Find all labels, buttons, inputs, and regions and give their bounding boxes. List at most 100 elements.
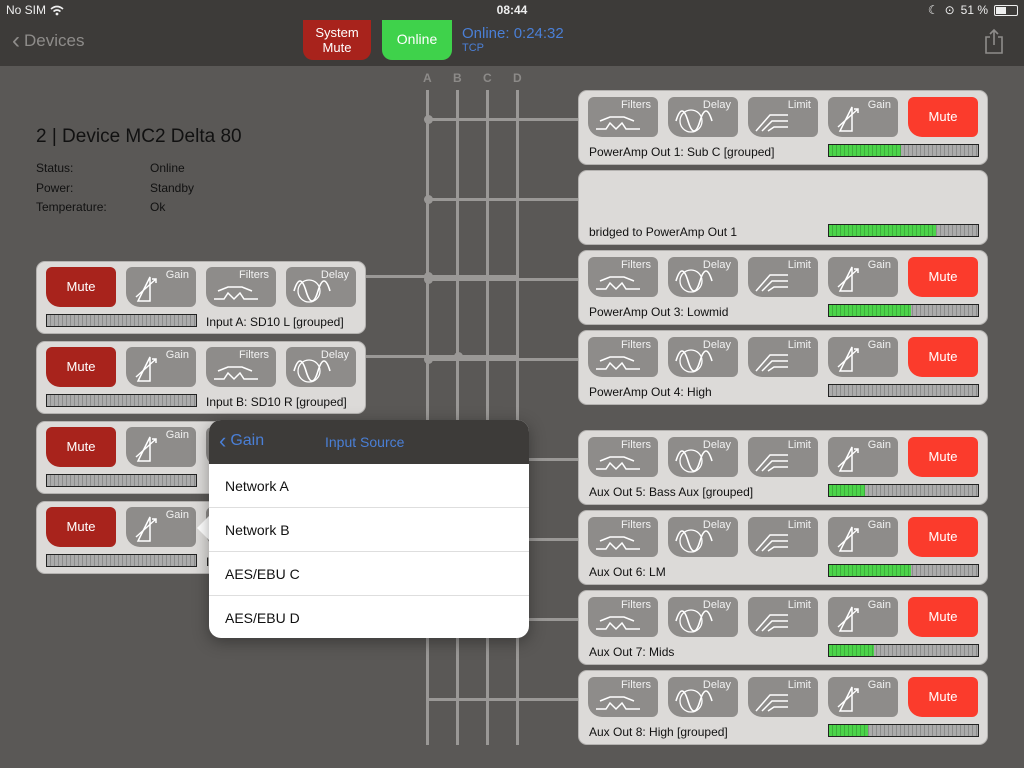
gain-caption: Gain	[867, 599, 891, 611]
filters-button[interactable]: Filters	[588, 337, 658, 377]
popover-title: Input Source	[325, 434, 405, 450]
battery-icon	[994, 4, 1018, 16]
share-icon[interactable]	[984, 28, 1004, 54]
limiter-icon	[755, 114, 788, 132]
gain-caption: Gain	[867, 679, 891, 691]
route-line-in-2	[366, 355, 519, 358]
gain-button[interactable]: Gain	[828, 97, 898, 137]
delay-icon	[293, 279, 331, 303]
limit-button[interactable]: Limit	[748, 437, 818, 477]
limit-button[interactable]: Limit	[748, 97, 818, 137]
output-label: bridged to PowerAmp Out 1	[589, 225, 738, 239]
route-node-out-1	[424, 115, 433, 124]
output-mute-button[interactable]: Mute	[908, 517, 978, 557]
filters-caption: Filters	[621, 439, 651, 451]
input-mute-button[interactable]: Mute	[46, 347, 116, 387]
level-meter	[46, 394, 197, 407]
output-mute-button[interactable]: Mute	[908, 677, 978, 717]
gain-caption: Gain	[867, 519, 891, 531]
delay-caption: Delay	[702, 439, 731, 451]
input-mute-button[interactable]: Mute	[46, 267, 116, 307]
level-meter	[828, 644, 979, 657]
output-mute-button[interactable]: Mute	[908, 97, 978, 137]
limit-caption: Limit	[787, 439, 811, 451]
filters-button[interactable]: Filters	[588, 597, 658, 637]
status-bar: No SIM 08:44 ☾ ⊙ 51 %	[0, 0, 1024, 20]
delay-button[interactable]: Delay	[286, 347, 356, 387]
filters-caption: Filters	[621, 99, 651, 111]
limit-button[interactable]: Limit	[748, 517, 818, 557]
gain-caption: Gain	[867, 259, 891, 271]
back-button[interactable]: ‹ Devices	[12, 29, 84, 53]
output-mute-button[interactable]: Mute	[908, 437, 978, 477]
meter-level	[829, 145, 901, 156]
route-line-out-3	[427, 278, 578, 281]
filters-icon	[214, 366, 258, 381]
gain-button[interactable]: Gain	[828, 437, 898, 477]
meter-ticks	[47, 315, 196, 326]
gain-button[interactable]: Gain	[828, 597, 898, 637]
output-mute-button[interactable]: Mute	[908, 597, 978, 637]
temperature-row: Temperature:Ok	[36, 200, 165, 214]
limit-caption: Limit	[787, 679, 811, 691]
gain-button[interactable]: Gain	[126, 267, 196, 307]
filters-button[interactable]: Filters	[588, 437, 658, 477]
output-mute-button[interactable]: Mute	[908, 257, 978, 297]
filters-icon	[214, 286, 258, 301]
delay-button[interactable]: Delay	[286, 267, 356, 307]
gain-button[interactable]: Gain	[828, 517, 898, 557]
gain-button[interactable]: Gain	[828, 257, 898, 297]
popover-back-button[interactable]: ‹ Gain	[219, 430, 265, 452]
delay-button[interactable]: Delay	[668, 437, 738, 477]
system-mute-button[interactable]: System Mute	[303, 20, 371, 60]
input-mute-button[interactable]: Mute	[46, 427, 116, 467]
gain-icon	[837, 606, 859, 632]
delay-button[interactable]: Delay	[668, 337, 738, 377]
temperature-key: Temperature:	[36, 200, 107, 214]
popover-back-label: Gain	[230, 432, 265, 449]
power-row: Power:Standby	[36, 181, 194, 195]
gain-caption: Gain	[867, 99, 891, 111]
bus-line-c	[486, 90, 489, 745]
limiter-icon	[755, 274, 788, 292]
gain-button[interactable]: Gain	[126, 347, 196, 387]
input-mute-button[interactable]: Mute	[46, 507, 116, 547]
gain-caption: Gain	[867, 339, 891, 351]
filters-button[interactable]: Filters	[206, 347, 276, 387]
meter-level	[829, 645, 874, 656]
delay-button[interactable]: Delay	[668, 257, 738, 297]
filters-caption: Filters	[239, 269, 269, 281]
level-meter	[828, 724, 979, 737]
limit-button[interactable]: Limit	[748, 337, 818, 377]
route-node-in-1	[424, 272, 433, 281]
delay-button[interactable]: Delay	[668, 97, 738, 137]
delay-button[interactable]: Delay	[668, 677, 738, 717]
gain-button[interactable]: Gain	[828, 337, 898, 377]
gain-caption: Gain	[165, 429, 189, 441]
filters-button[interactable]: Filters	[588, 517, 658, 557]
delay-icon	[675, 109, 713, 133]
route-node-out-4	[424, 355, 433, 364]
gain-button[interactable]: Gain	[126, 427, 196, 467]
route-line-in-1	[366, 275, 519, 278]
limit-button[interactable]: Limit	[748, 597, 818, 637]
filters-button[interactable]: Filters	[588, 97, 658, 137]
limit-button[interactable]: Limit	[748, 677, 818, 717]
limit-caption: Limit	[787, 259, 811, 271]
gain-button[interactable]: Gain	[828, 677, 898, 717]
input-source-option[interactable]: Network A	[209, 464, 529, 508]
input-source-option[interactable]: AES/EBU C	[209, 552, 529, 596]
online-button[interactable]: Online	[382, 20, 452, 60]
delay-button[interactable]: Delay	[668, 597, 738, 637]
status-row: Status:Online	[36, 161, 185, 175]
filters-button[interactable]: Filters	[206, 267, 276, 307]
input-source-option[interactable]: AES/EBU D	[225, 610, 300, 626]
filters-button[interactable]: Filters	[588, 677, 658, 717]
output-mute-button[interactable]: Mute	[908, 337, 978, 377]
input-source-option[interactable]: Network B	[209, 508, 529, 552]
gain-icon	[135, 356, 157, 382]
gain-button[interactable]: Gain	[126, 507, 196, 547]
delay-button[interactable]: Delay	[668, 517, 738, 557]
limit-button[interactable]: Limit	[748, 257, 818, 297]
filters-button[interactable]: Filters	[588, 257, 658, 297]
